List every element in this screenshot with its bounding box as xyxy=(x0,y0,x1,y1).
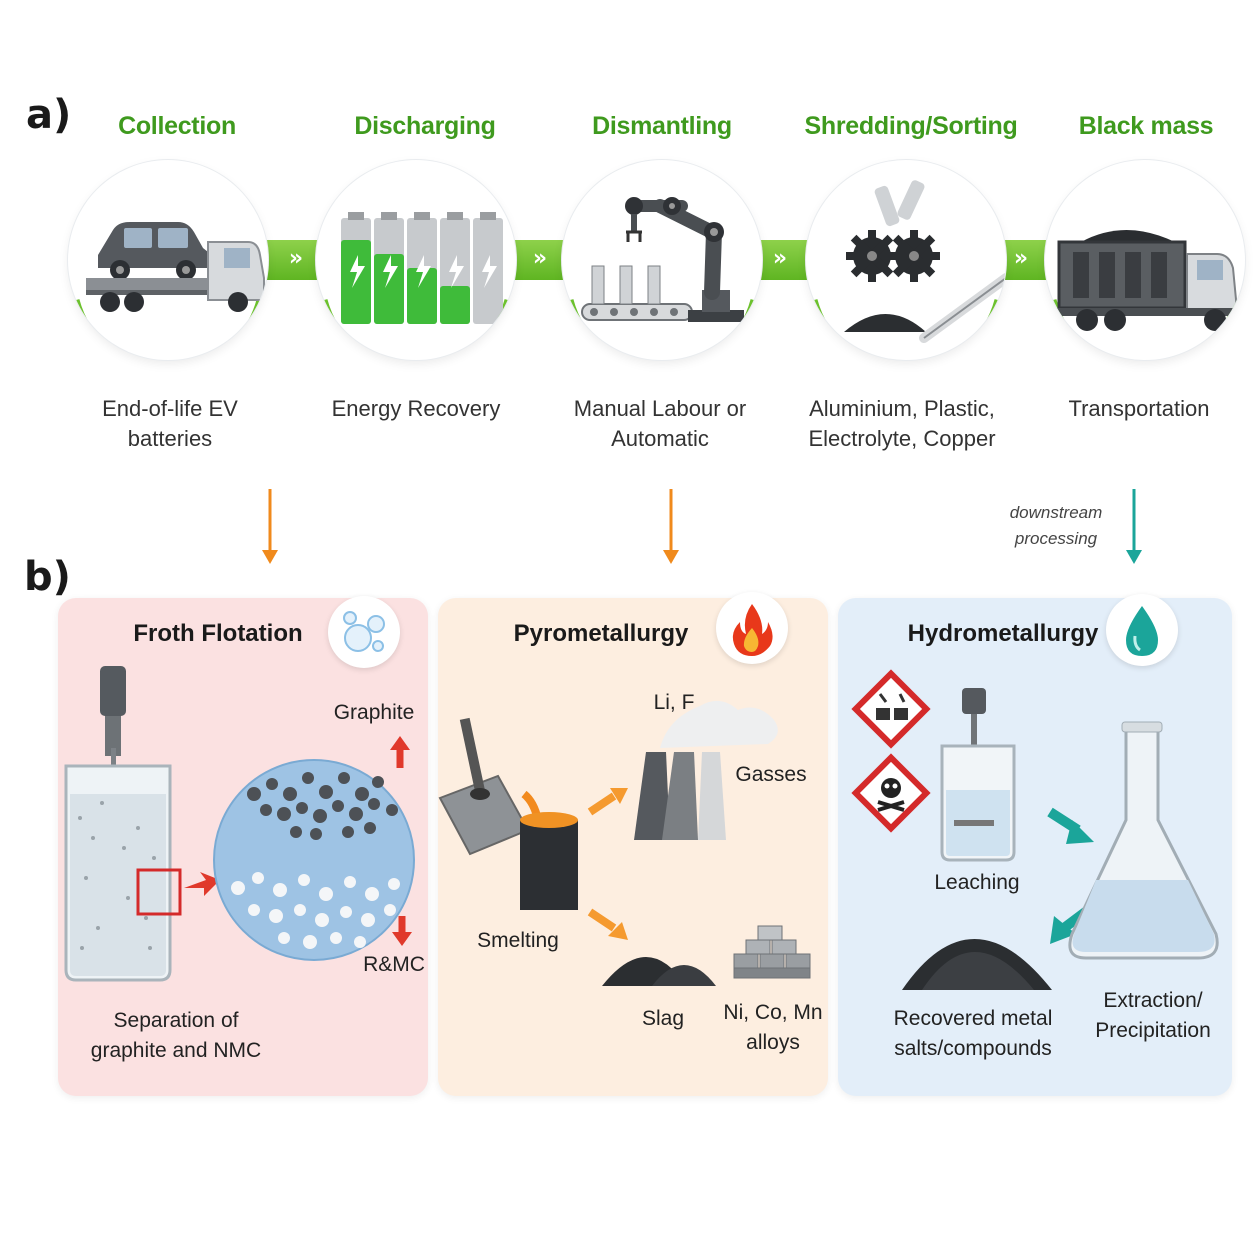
flotation-cell-illustration xyxy=(64,666,415,982)
caption-line: Ni, Co, Mn xyxy=(723,1001,823,1024)
leaching-illustration xyxy=(851,669,1219,990)
alloys-label: Ni, Co, Mn alloys xyxy=(718,998,828,1058)
pyrometallurgy-title: Pyrometallurgy xyxy=(513,620,689,647)
dump-truck-icon xyxy=(1045,160,1245,360)
caption-line: Energy Recovery xyxy=(331,396,501,421)
stage-caption-collection: End-of-life EV batteries xyxy=(50,394,290,454)
graphite-label: Graphite xyxy=(333,701,415,724)
caption-line: Aluminium, Plastic, xyxy=(809,396,995,421)
toxic-hazard-icon xyxy=(851,753,931,833)
smelting-label: Smelting xyxy=(477,929,559,952)
smelter-illustration xyxy=(438,700,811,986)
caption-line: Manual Labour or xyxy=(573,396,747,421)
downstream-line: downstream xyxy=(1009,503,1103,522)
caption-line: Extraction/ xyxy=(1103,989,1203,1012)
hydrometallurgy-title: Hydrometallurgy xyxy=(907,620,1099,647)
panel-b-label: b) xyxy=(24,554,71,600)
caption-line: End-of-life EV xyxy=(102,396,238,421)
chevron-arrow-icon: » xyxy=(271,240,321,280)
downstream-processing-label: downstream processing xyxy=(986,500,1126,552)
froth-flotation-title: Froth Flotation xyxy=(133,620,303,647)
slag-label: Slag xyxy=(641,1007,685,1030)
froth-flotation-panel: Froth Flotation xyxy=(58,596,428,1096)
stage-title-shredding: Shredding/Sorting xyxy=(804,112,1018,140)
caption-line: Separation of xyxy=(113,1009,239,1032)
froth-caption: Separation of graphite and NMC xyxy=(58,1006,294,1066)
extraction-label: Extraction/ Precipitation xyxy=(1088,986,1218,1046)
gasses-label: Gasses xyxy=(735,763,807,786)
caption-line: Electrolyte, Copper xyxy=(808,426,996,451)
rmc-label: R&MC xyxy=(363,953,425,976)
caption-line: alloys xyxy=(746,1031,800,1054)
corrosive-hazard-icon xyxy=(851,669,931,749)
shredder-gears-icon xyxy=(806,160,1006,360)
caption-line: Precipitation xyxy=(1095,1019,1211,1042)
caption-line: Recovered metal xyxy=(893,1007,1053,1030)
stage-caption-discharging: Energy Recovery xyxy=(296,394,536,424)
caption-line: Automatic xyxy=(611,426,709,451)
li-f-label: Li, F xyxy=(653,691,695,714)
stage-title-collection: Collection xyxy=(118,112,236,140)
panel-a-label: a) xyxy=(26,92,72,138)
hydrometallurgy-panel: Hydrometallurgy xyxy=(838,594,1232,1096)
caption-line: graphite and NMC xyxy=(90,1039,262,1062)
robot-arm-icon xyxy=(562,160,762,360)
leaching-label: Leaching xyxy=(934,871,1020,894)
stage-caption-shredding: Aluminium, Plastic, Electrolyte, Copper xyxy=(782,394,1022,454)
stage-title-discharging: Discharging xyxy=(354,112,496,140)
caption-line: Transportation xyxy=(1068,396,1210,421)
chevron-arrow-icon: » xyxy=(515,240,565,280)
stage-caption-dismantling: Manual Labour or Automatic xyxy=(540,394,780,454)
caption-line: salts/compounds xyxy=(894,1037,1052,1060)
flame-icon xyxy=(716,592,788,664)
downstream-line: processing xyxy=(1014,529,1098,548)
bubbles-icon xyxy=(328,596,400,668)
car-transport-truck-icon xyxy=(68,160,268,360)
caption-line: batteries xyxy=(127,426,213,451)
stage-caption-black-mass: Transportation xyxy=(1019,394,1254,424)
battery-cells-icon xyxy=(316,160,516,360)
recovered-label: Recovered metal salts/compounds xyxy=(878,1004,1068,1064)
pyrometallurgy-panel: Pyrometallurgy xyxy=(438,592,828,1096)
stage-title-black-mass: Black mass xyxy=(1078,112,1214,140)
water-drop-icon xyxy=(1106,594,1178,666)
stage-title-dismantling: Dismantling xyxy=(592,112,732,140)
chevron-arrow-icon: » xyxy=(755,240,805,280)
